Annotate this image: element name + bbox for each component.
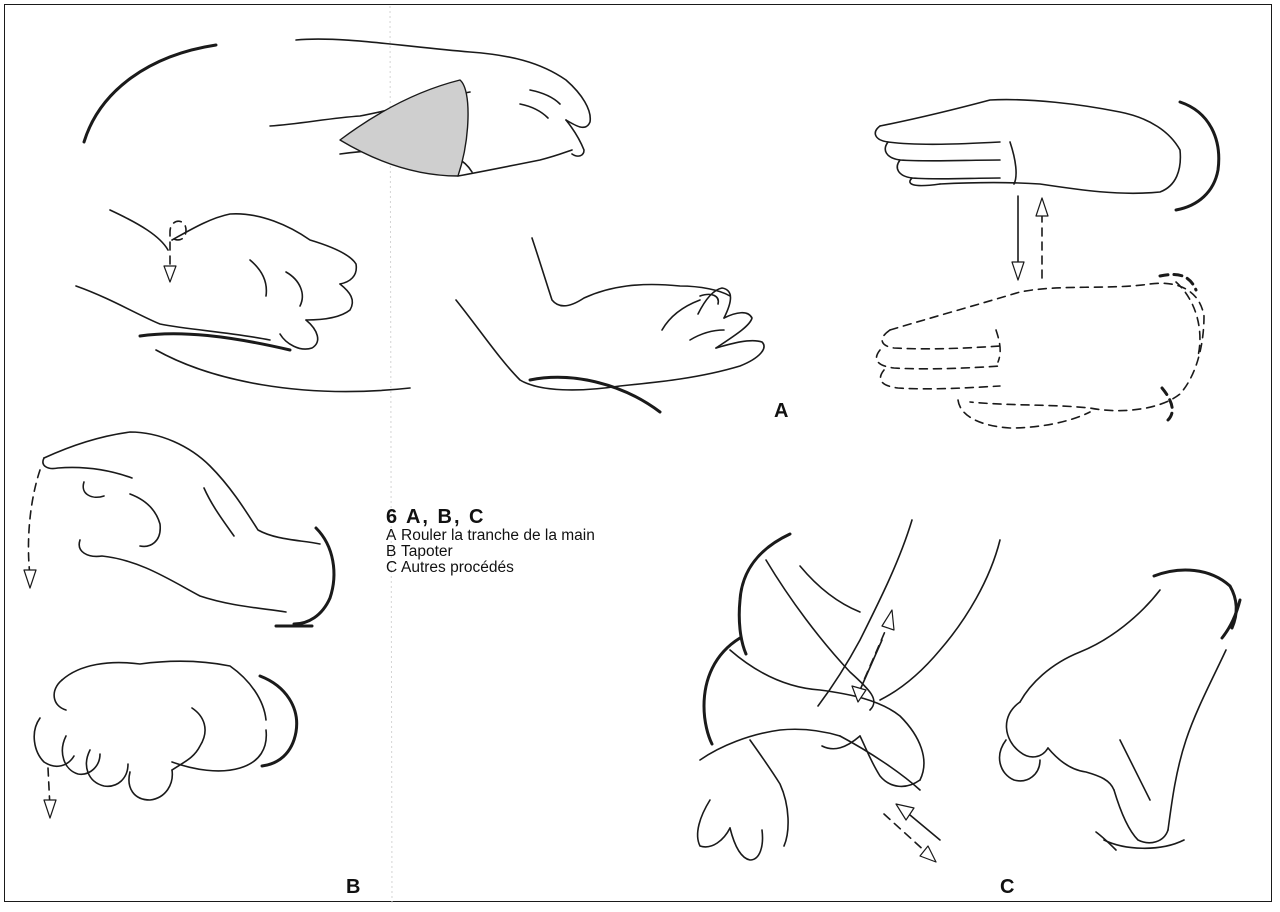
hand-lifting-skin-fold bbox=[84, 39, 590, 176]
hands-crossed-sliding bbox=[698, 520, 1000, 862]
hand-finger-pressing bbox=[1000, 570, 1240, 850]
panel-label-a: A bbox=[774, 400, 788, 423]
legend-item-letter: A bbox=[386, 528, 401, 544]
panel-a-illustration bbox=[76, 39, 1219, 428]
legend-item-letter: C bbox=[386, 560, 401, 576]
legend-item-text: Tapoter bbox=[401, 543, 453, 560]
panel-b-illustration bbox=[24, 432, 334, 818]
hand-palm-rolling bbox=[456, 238, 764, 412]
panel-label-b: B bbox=[346, 876, 360, 899]
panel-c-illustration bbox=[698, 520, 1240, 862]
hand-flat-lower-dashed bbox=[876, 275, 1204, 428]
legend-item-letter: B bbox=[386, 544, 401, 560]
hand-rolling-on-body bbox=[76, 210, 410, 392]
legend-item-text: Autres procédés bbox=[401, 559, 514, 576]
panel-label-c: C bbox=[1000, 876, 1014, 899]
hand-tapping-upper bbox=[24, 432, 334, 626]
arrows-up-down bbox=[1012, 196, 1048, 280]
legend-item-text: Rouler la tranche de la main bbox=[401, 527, 595, 544]
hand-flat-upper bbox=[875, 100, 1218, 210]
hand-tapping-fist bbox=[34, 661, 296, 818]
legend-title: 6 A, B, C bbox=[386, 506, 716, 528]
